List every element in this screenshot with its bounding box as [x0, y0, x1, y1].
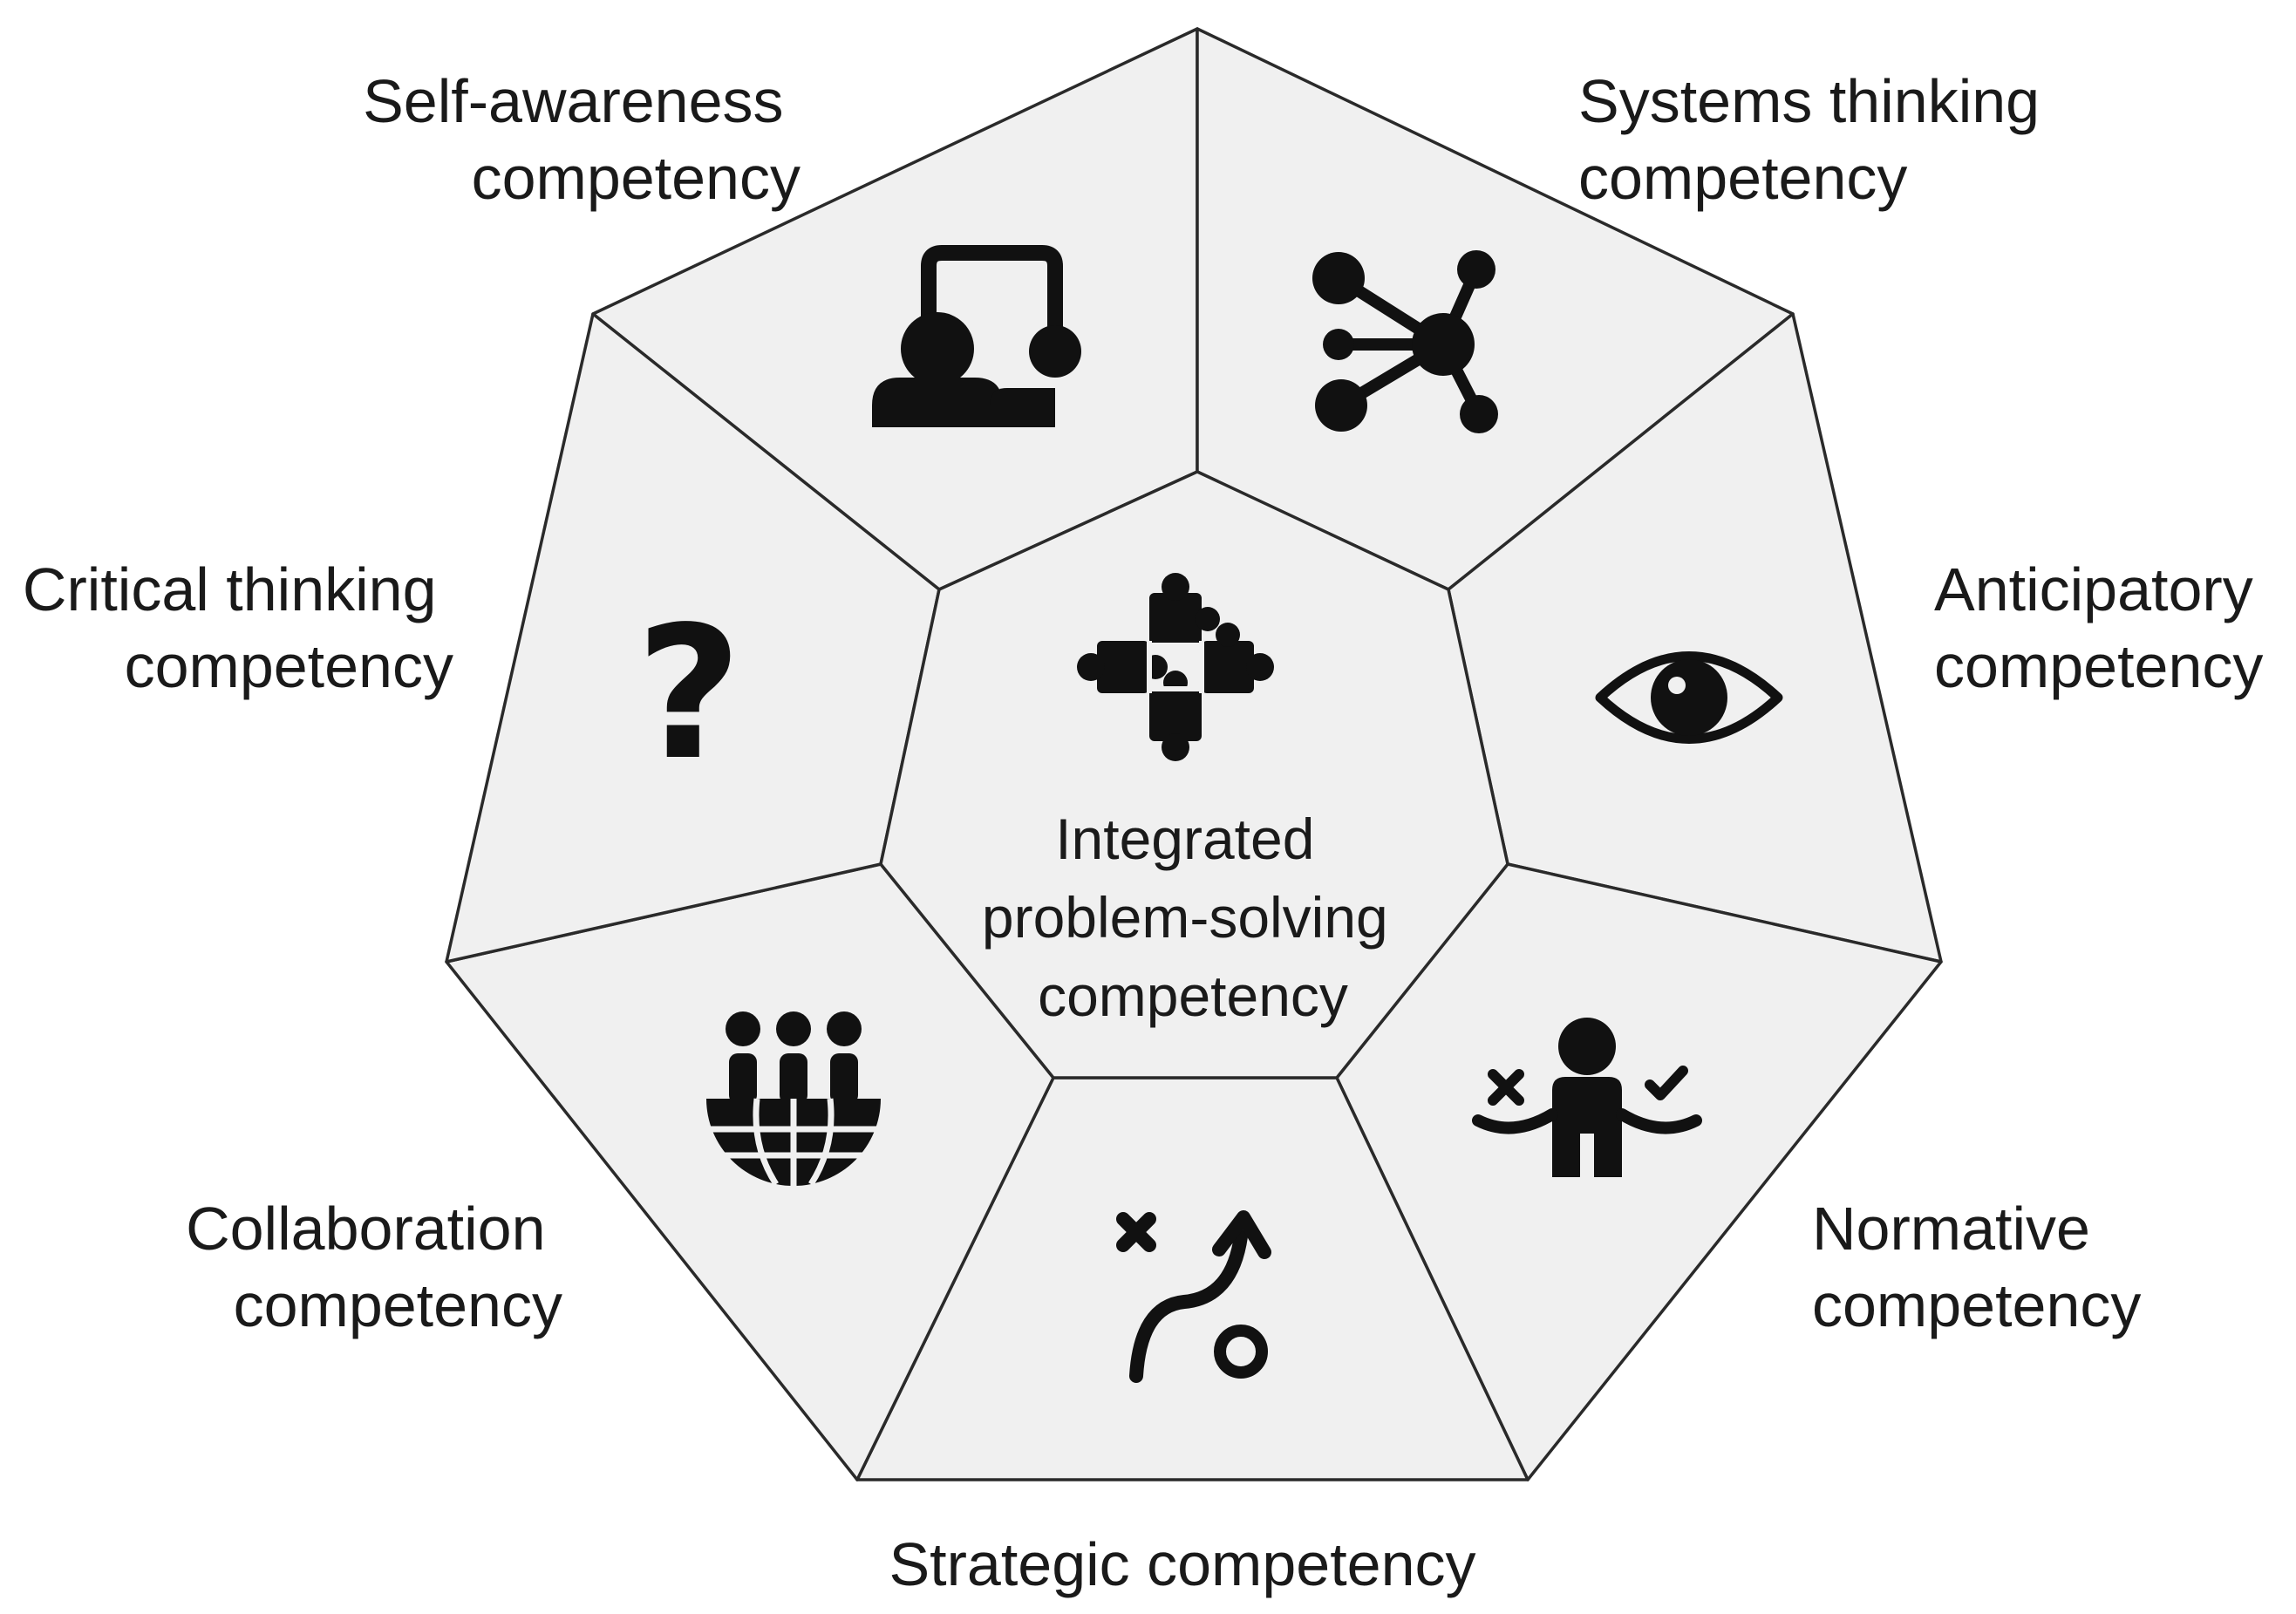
network-hub-icon [1312, 250, 1498, 433]
label-critical-thinking: Critical thinking competency [23, 555, 453, 700]
question-mark-icon: ? [636, 587, 742, 800]
people-globe-icon [706, 1011, 881, 1186]
label-normative: Normative competency [1812, 1195, 2141, 1339]
label-strategic: Strategic competency [889, 1530, 1475, 1598]
eye-icon [1595, 651, 1783, 744]
center-label: Integrated problem-solving competency [982, 807, 1404, 1028]
puzzle-pieces-icon [1077, 573, 1274, 761]
route-arrow-icon [1116, 1210, 1271, 1383]
label-anticipatory: Anticipatory competency [1934, 555, 2270, 700]
label-collaboration: Collaboration competency [186, 1195, 562, 1339]
two-people-frame-icon [872, 245, 1081, 427]
center-segment [879, 470, 1509, 1079]
person-balance-icon [1472, 1018, 1702, 1177]
label-self-awareness: Self-awareness competency [363, 67, 801, 212]
label-systems-thinking: Systems thinking competency [1578, 67, 2057, 212]
